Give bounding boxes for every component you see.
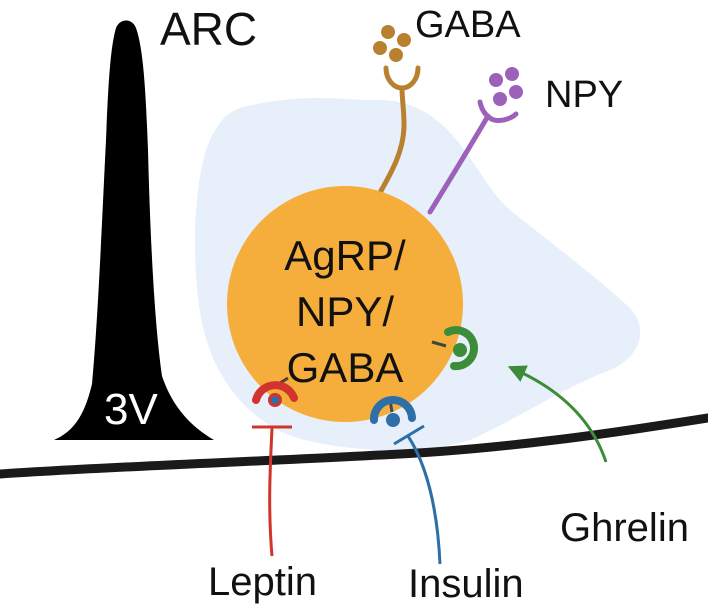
third-ventricle-label: 3V (104, 385, 158, 434)
gaba-axon (375, 85, 407, 199)
gaba-terminal (383, 65, 421, 91)
neuron-label-line-2: NPY/ (295, 288, 395, 335)
npy-vesicles (489, 67, 523, 106)
insulin-receptor-icon (370, 395, 416, 427)
ghrelin-signal-arrow (507, 365, 608, 463)
neuron-identity-label: AgRP/ NPY/ GABA (250, 228, 440, 396)
ghrelin-receptor-icon (431, 326, 478, 371)
leptin-receptor-icon (252, 376, 298, 407)
gaba-release-label: GABA (415, 4, 521, 46)
ghrelin-label: Ghrelin (560, 506, 689, 550)
third-ventricle-shape (54, 20, 214, 440)
gaba-vesicles (373, 25, 411, 62)
arc-region-label: ARC (160, 3, 258, 55)
neuron-label-line-1: AgRP/ (284, 232, 406, 279)
insulin-label: Insulin (408, 562, 524, 606)
npy-release-label: NPY (545, 74, 624, 116)
neuron-label-line-3: GABA (286, 344, 404, 391)
npy-axon (427, 113, 491, 215)
tissue-boundary-line (0, 413, 708, 479)
npy-terminal (477, 99, 519, 123)
insulin-signal-line (406, 435, 442, 565)
leptin-signal-line (268, 427, 274, 557)
insulin-inhibition-bar (393, 424, 425, 446)
agrp-neuron-body (227, 186, 463, 422)
leptin-label: Leptin (208, 560, 317, 604)
